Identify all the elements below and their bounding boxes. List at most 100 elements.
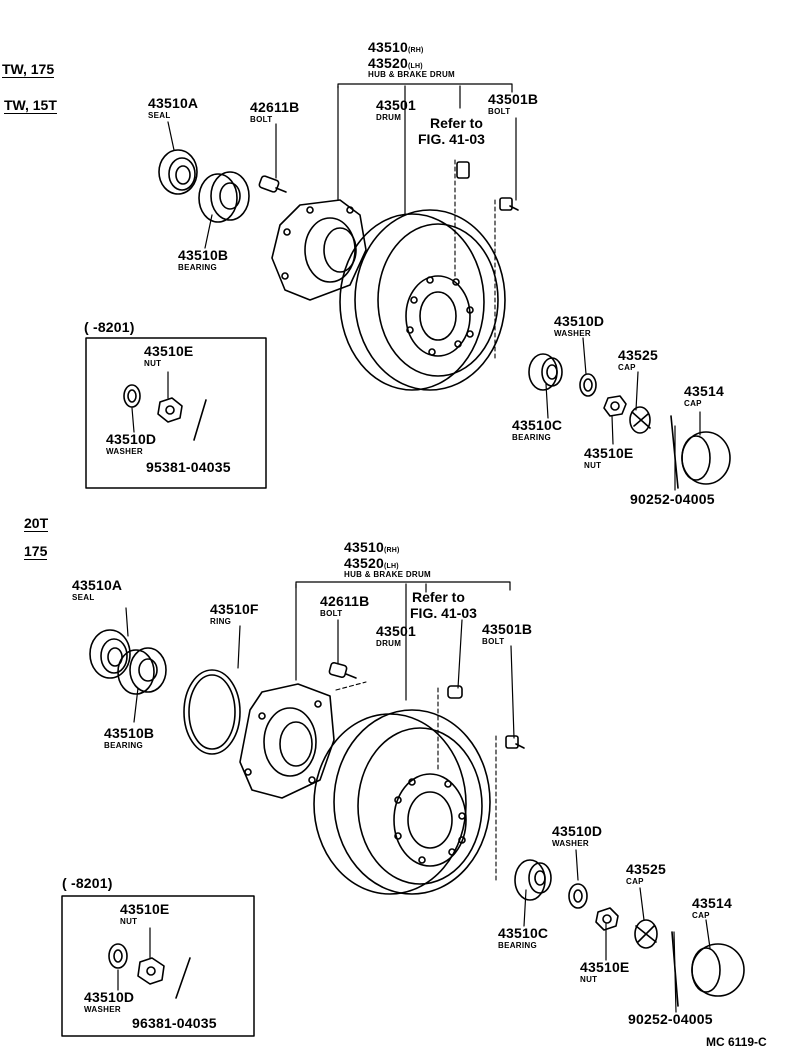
- top-nut-part: 43510E: [584, 445, 634, 461]
- bottom-bearing-c: [514, 859, 552, 901]
- top-washer: [579, 373, 597, 397]
- bottom-bearing-c-part: 43510C: [498, 925, 549, 941]
- top-bolt-part: 42611B: [250, 99, 300, 115]
- bottom-inset-nut-part: 43510E: [120, 901, 170, 917]
- bottom-drum-part: 43501: [376, 623, 416, 639]
- top-bearing-b-part: 43510B: [178, 247, 229, 263]
- bottom-seal-label: SEAL: [72, 593, 95, 602]
- top-cap-43525: [629, 406, 651, 434]
- top-cap-label: CAP: [684, 399, 702, 408]
- top-dashed-guides: [454, 159, 496, 361]
- top-seal-label: SEAL: [148, 111, 171, 120]
- bottom-bolt-43501b: [505, 735, 525, 749]
- bottom-nut: [595, 907, 619, 931]
- top-seal: [158, 149, 198, 195]
- top-inset-washer-label: WASHER: [106, 447, 143, 456]
- top-hub-part-lh: 43520(LH): [368, 55, 423, 71]
- bottom-cap-part: 43514: [692, 895, 732, 911]
- bottom-inset-washer-part: 43510D: [84, 989, 135, 1005]
- bottom-bearing-b-label: BEARING: [104, 741, 143, 750]
- top-bolt-label: BOLT: [250, 115, 273, 124]
- bottom-inset-nut-label: NUT: [120, 917, 138, 926]
- bottom-drum: [313, 709, 491, 895]
- bottom-stud-refer: [447, 685, 463, 699]
- bottom-drum-label: DRUM: [376, 639, 402, 648]
- top-inset-range: ( -8201): [84, 319, 135, 335]
- top-cap-43514: [681, 431, 731, 485]
- bottom-bolt-part: 42611B: [320, 593, 370, 609]
- bottom-hub-label: HUB & BRAKE DRUM: [344, 570, 432, 579]
- bottom-nut-label: NUT: [580, 975, 598, 984]
- bottom-inset-washer-label: WASHER: [84, 1005, 121, 1014]
- bottom-inset-range: ( -8201): [62, 875, 113, 891]
- top-bolt-b-part: 43501B: [488, 91, 539, 107]
- top-bearing-c-label: BEARING: [512, 433, 551, 442]
- bottom-inset-frame: [61, 895, 255, 1037]
- top-model-line-2: TW, 15T: [4, 97, 57, 114]
- top-hub: [271, 199, 367, 301]
- bottom-pin-part: 90252-04005: [628, 1011, 713, 1027]
- bottom-washer-label: WASHER: [552, 839, 589, 848]
- bottom-seal: [89, 629, 131, 679]
- top-inset-parts: [123, 371, 207, 441]
- bottom-nut-part: 43510E: [580, 959, 630, 975]
- top-cap-part: 43514: [684, 383, 724, 399]
- bottom-hub: [239, 683, 335, 799]
- bottom-cap-inner-label: CAP: [626, 877, 644, 886]
- bottom-cap-label: CAP: [692, 911, 710, 920]
- top-inset-frame: [85, 337, 267, 489]
- bottom-hub-part-rh: 43510(RH): [344, 539, 400, 555]
- top-pin: [670, 415, 679, 489]
- top-bolt-43501b: [499, 197, 519, 211]
- top-inset-nut-label: NUT: [144, 359, 162, 368]
- bottom-bearing-b: [117, 647, 167, 695]
- bottom-model-line-1: 20T: [24, 515, 49, 532]
- top-bolt-42611b: [258, 175, 287, 193]
- top-pin-part: 90252-04005: [630, 491, 715, 507]
- bottom-cap-43514: [691, 943, 745, 997]
- bottom-inset-parts: [108, 927, 191, 999]
- bottom-seal-part: 43510A: [72, 577, 123, 593]
- top-nut-label: NUT: [584, 461, 602, 470]
- bottom-inset-pin-part: 96381-04035: [132, 1015, 217, 1031]
- top-drum-part: 43501: [376, 97, 416, 113]
- bottom-refer-line-1: Refer to: [412, 589, 465, 605]
- top-refer-line-1: Refer to: [430, 115, 483, 131]
- top-bearing-c: [528, 353, 563, 391]
- top-nut: [603, 395, 627, 417]
- bottom-model-line-2: 175: [24, 543, 48, 560]
- top-stud-refer: [456, 161, 470, 179]
- top-bolt-b-label: BOLT: [488, 107, 511, 116]
- bottom-cap-43525: [634, 919, 658, 949]
- top-model-line-1: TW, 175: [2, 61, 55, 78]
- bottom-ring-label: RING: [210, 617, 232, 626]
- bottom-ring-part: 43510F: [210, 601, 259, 617]
- bottom-bearing-b-part: 43510B: [104, 725, 155, 741]
- bottom-washer: [568, 883, 588, 909]
- figure-code: MC 6119-C: [706, 1035, 767, 1049]
- top-inset-pin-part: 95381-04035: [146, 459, 231, 475]
- top-washer-part: 43510D: [554, 313, 605, 329]
- bottom-bolt-label: BOLT: [320, 609, 343, 618]
- top-seal-part: 43510A: [148, 95, 199, 111]
- bottom-bolt-42611b: [328, 662, 357, 679]
- top-inset-washer-part: 43510D: [106, 431, 157, 447]
- top-drum: [339, 209, 506, 391]
- top-bearing-b-label: BEARING: [178, 263, 217, 272]
- bottom-bearing-c-label: BEARING: [498, 941, 537, 950]
- top-inset-nut-part: 43510E: [144, 343, 194, 359]
- top-cap-inner-label: CAP: [618, 363, 636, 372]
- bottom-bolt-b-part: 43501B: [482, 621, 533, 637]
- top-drum-label: DRUM: [376, 113, 402, 122]
- top-hub-label: HUB & BRAKE DRUM: [368, 70, 456, 79]
- bottom-pin: [671, 931, 679, 1007]
- top-bearing-b: [198, 171, 250, 223]
- bottom-hub-part-lh: 43520(LH): [344, 555, 399, 571]
- bottom-washer-part: 43510D: [552, 823, 603, 839]
- top-refer-line-2: FIG. 41-03: [418, 131, 485, 147]
- top-cap-inner-part: 43525: [618, 347, 658, 363]
- bottom-ring: [183, 669, 241, 755]
- bottom-cap-inner-part: 43525: [626, 861, 666, 877]
